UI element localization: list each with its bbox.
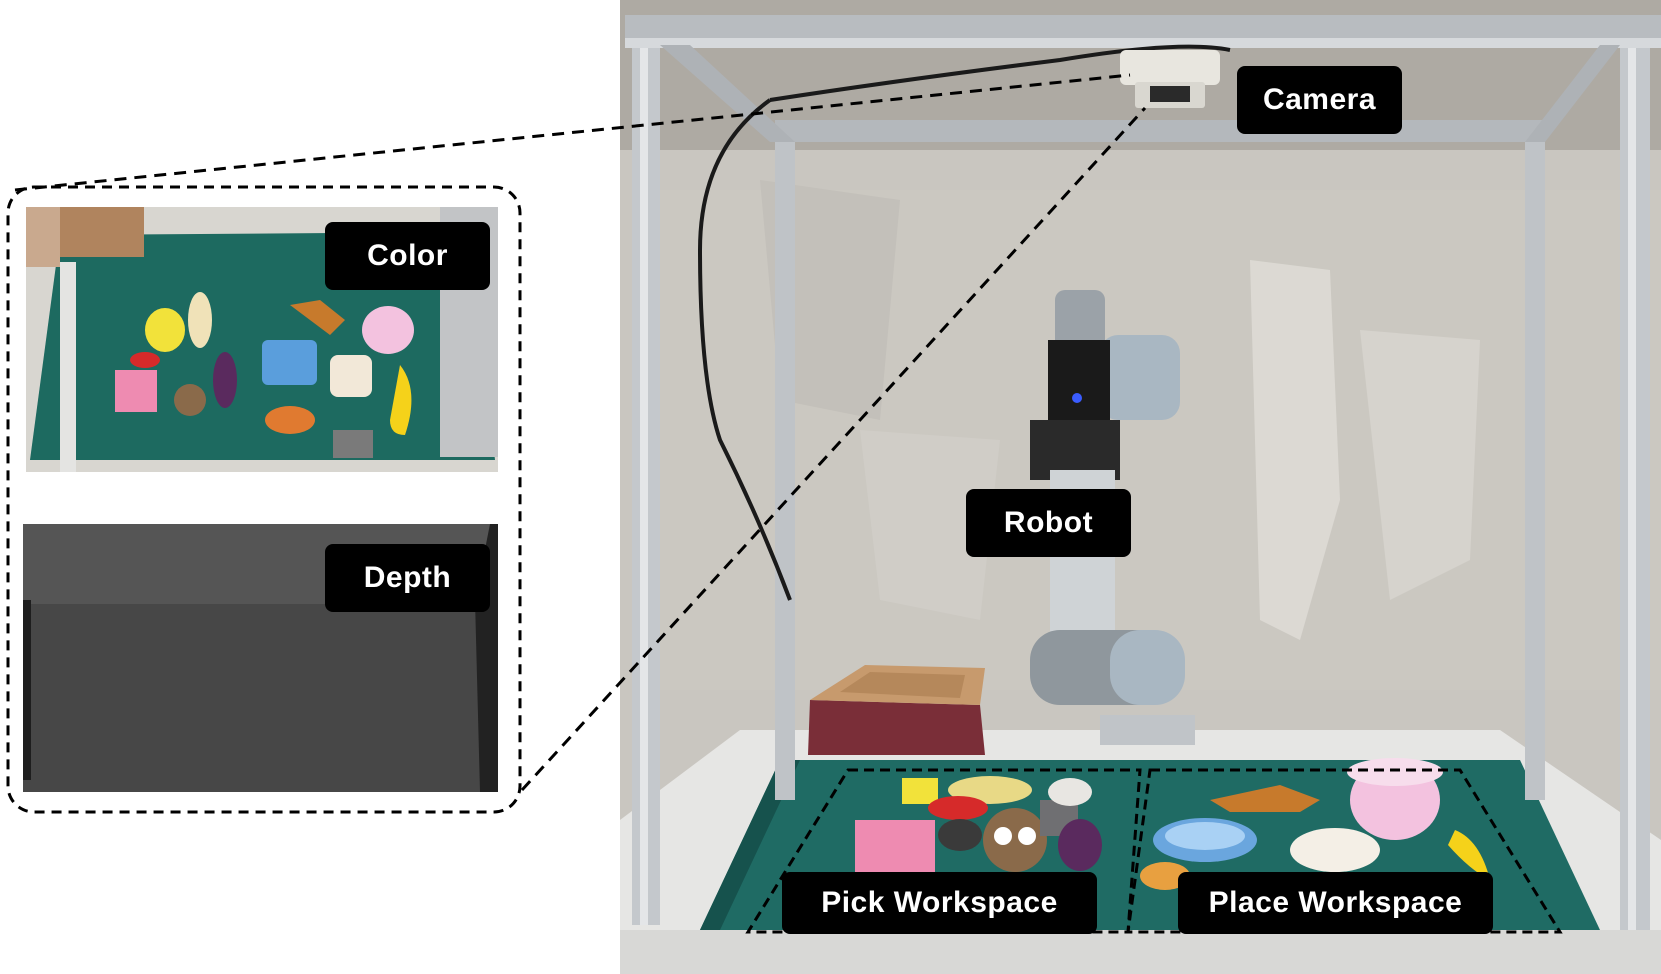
- camera-label: Camera: [1237, 66, 1402, 134]
- place-workspace-label: Place Workspace: [1178, 872, 1493, 934]
- zoom-line-top: [14, 73, 1131, 192]
- pick-workspace-label: Pick Workspace: [782, 872, 1097, 934]
- pick-objects-icon: [855, 776, 1102, 872]
- depth-image: [23, 524, 498, 792]
- lab-photo: [620, 0, 1661, 974]
- robot-label: Robot: [966, 489, 1131, 557]
- camera-device-icon: [1120, 50, 1220, 108]
- inset-dashed-border: [6, 185, 522, 814]
- color-objects-icon: [115, 292, 414, 458]
- zoom-line-bottom: [520, 106, 1147, 792]
- cardboard-box-icon: [808, 665, 985, 755]
- place-workspace-outline: [1126, 768, 1563, 934]
- place-objects-icon: [1140, 758, 1490, 890]
- color-label: Color: [325, 222, 490, 290]
- depth-label: Depth: [325, 544, 490, 612]
